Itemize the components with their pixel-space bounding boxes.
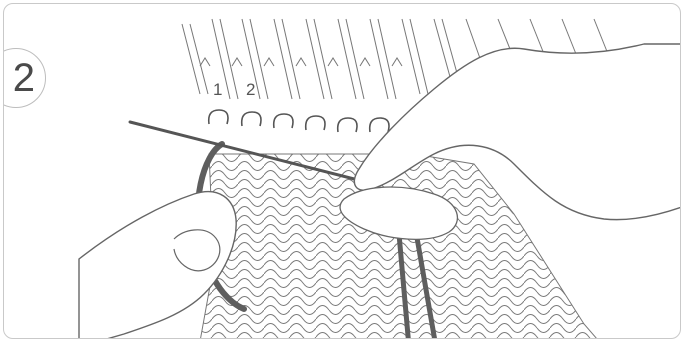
- needle-label-2: 2: [246, 80, 255, 100]
- knitting-illustration: [4, 4, 681, 339]
- needle-label-1: 1: [213, 80, 222, 100]
- illustration-frame: 2 1 2: [3, 3, 681, 339]
- step-number: 2: [13, 58, 35, 98]
- needle-loops: [209, 110, 389, 132]
